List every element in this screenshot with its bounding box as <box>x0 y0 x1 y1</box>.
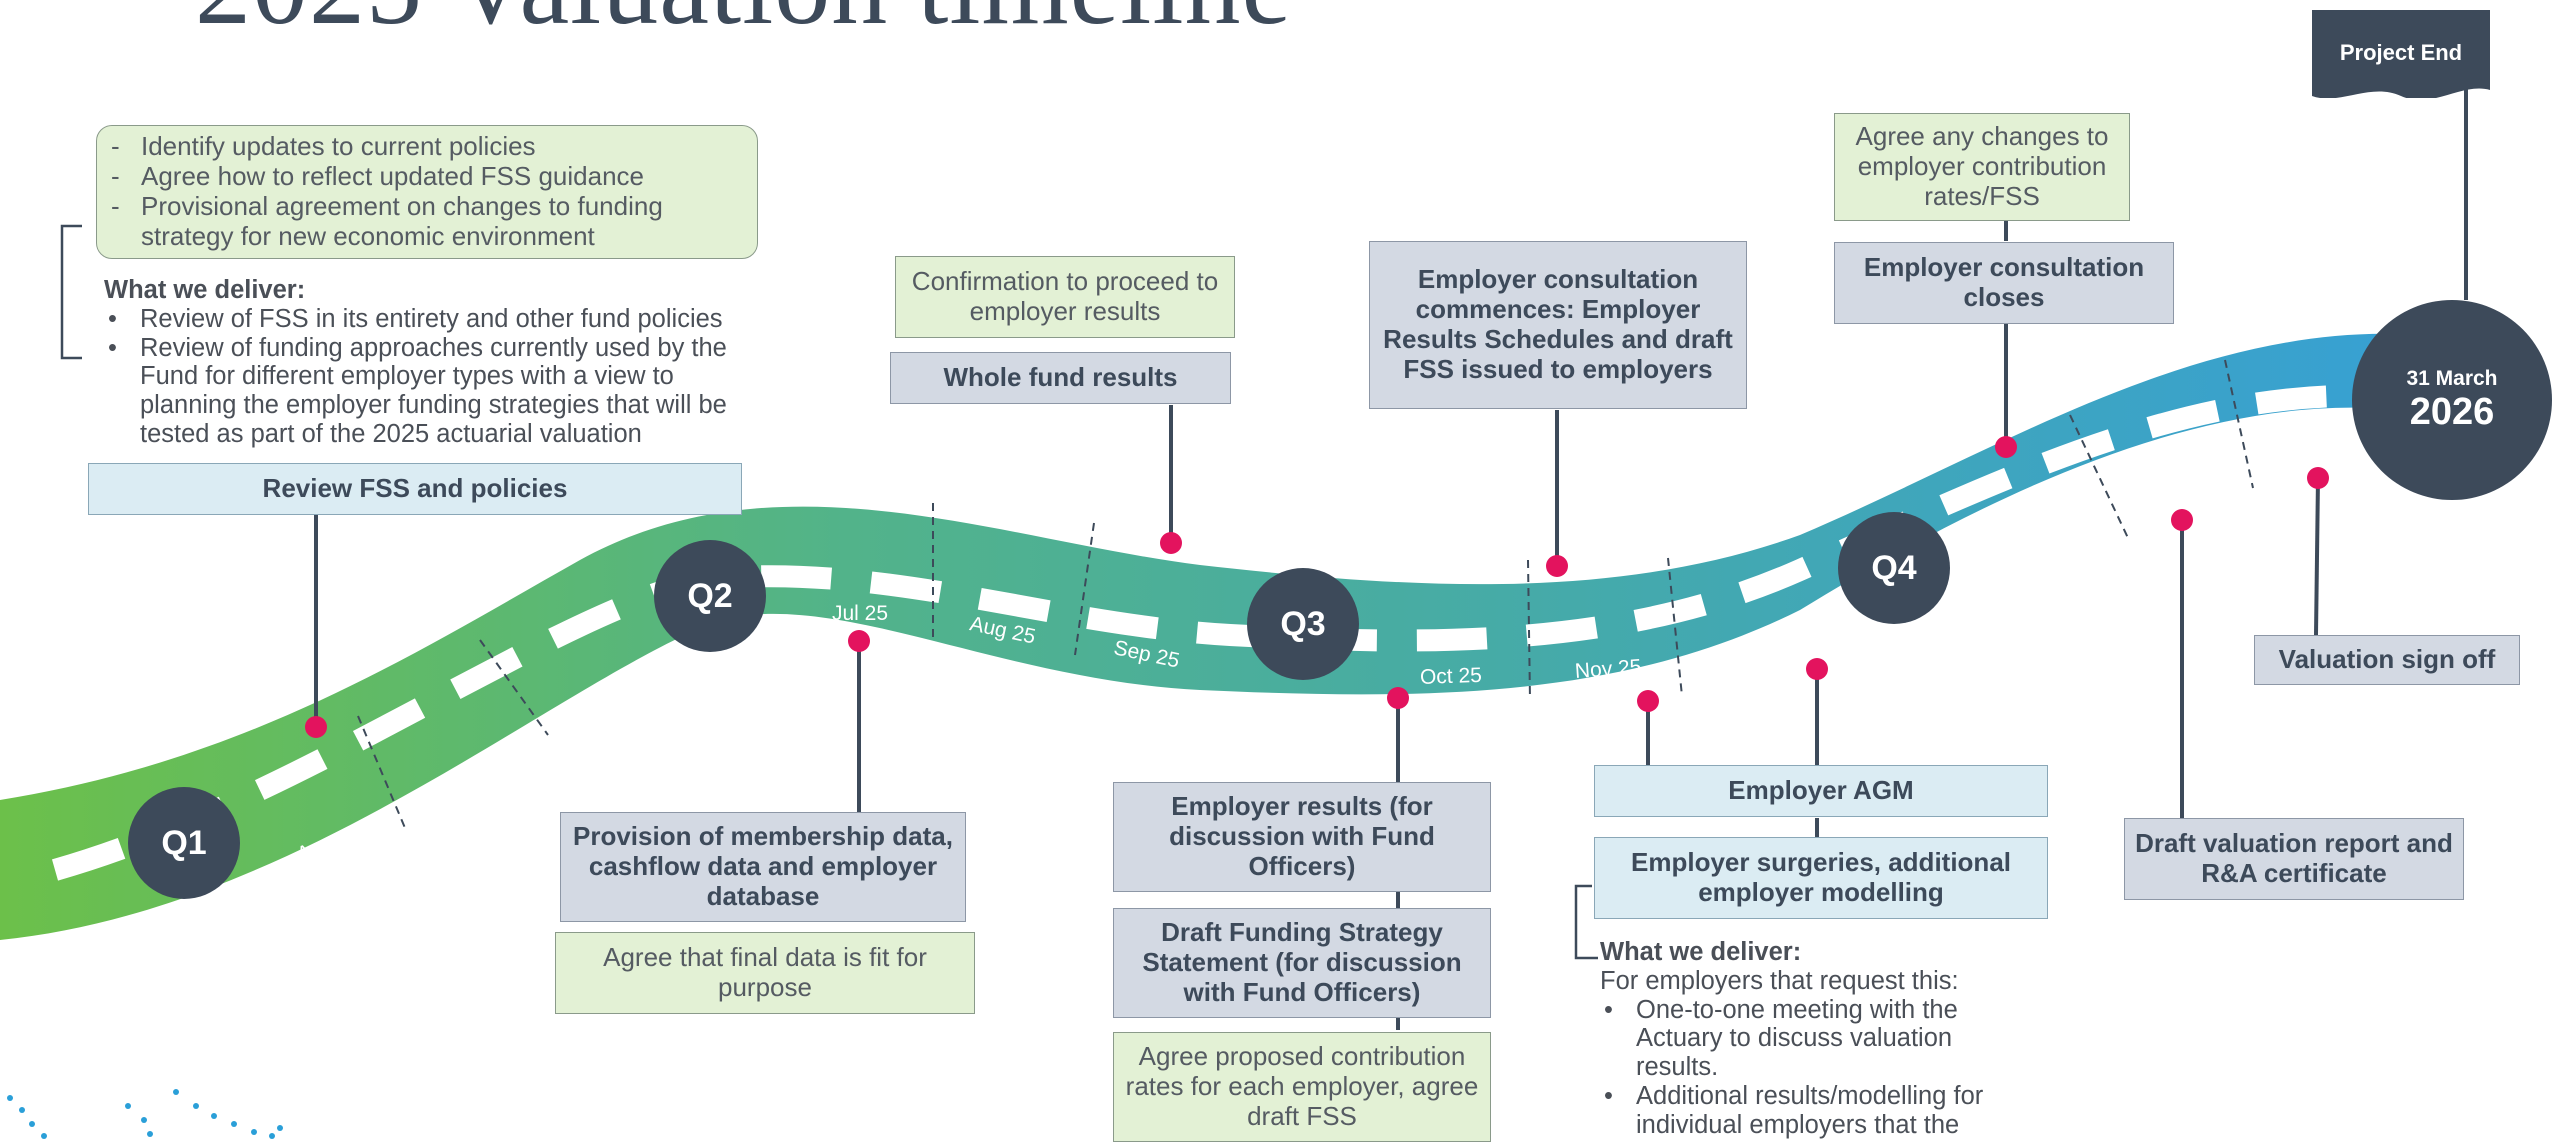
end-date-year: 2026 <box>2409 390 2495 433</box>
employer-agm-box: Employer AGM <box>1594 765 2048 817</box>
employer-consultation-box: Employer consultation commences: Employe… <box>1369 241 1747 409</box>
q1-agree-list: Identify updates to current policies Agr… <box>107 131 747 252</box>
confirm-proceed-box: Confirmation to proceed to employer resu… <box>895 256 1235 338</box>
month-label: Oct 25 <box>1419 663 1483 689</box>
sign-off-box: Valuation sign off <box>2254 635 2520 685</box>
page-title: 2025 Valuation timeline <box>195 0 1292 51</box>
q1-deliver-item: Review of FSS in its entirety and other … <box>104 305 764 334</box>
provision-data-box: Provision of membership data, cashflow d… <box>560 812 966 922</box>
q4-deliver-list: One-to-one meeting with the Actuary to d… <box>1600 996 2040 1140</box>
q4-deliver-item: One-to-one meeting with the Actuary to d… <box>1600 996 2040 1082</box>
q1-deliver-heading: What we deliver: <box>104 276 306 304</box>
review-fss-box: Review FSS and policies <box>88 463 742 515</box>
whole-fund-box: Whole fund results <box>890 352 1231 404</box>
end-date-day: 31 March <box>2406 366 2498 390</box>
quarter-q3: Q3 <box>1247 568 1359 680</box>
q4-deliver-heading: What we deliver: <box>1600 938 1802 966</box>
month-label: Jul 25 <box>832 602 889 625</box>
end-date-circle: 31 March 2026 <box>2352 300 2552 500</box>
q4-deliver-item: Additional results/modelling for individ… <box>1600 1082 2040 1140</box>
agree-changes-box: Agree any changes to employer contributi… <box>1834 113 2130 221</box>
q1-agree-item: Identify updates to current policies <box>107 131 747 162</box>
month-label: Nov 25 <box>1574 655 1643 683</box>
q4-deliver-intro: For employers that request this: <box>1600 966 1959 995</box>
quarter-q1: Q1 <box>128 787 240 899</box>
q4-deliver: What we deliver: For employers that requ… <box>1600 938 2040 1140</box>
project-end-flag <box>2312 10 2490 98</box>
q1-deliver-list: Review of FSS in its entirety and other … <box>104 305 764 449</box>
agree-rates-box: Agree proposed contribution rates for ea… <box>1113 1032 1491 1142</box>
consultation-closes-box: Employer consultation closes <box>1834 242 2174 324</box>
draft-fss-box: Draft Funding Strategy Statement (for di… <box>1113 908 1491 1018</box>
q1-agree-item: Agree how to reflect updated FSS guidanc… <box>107 161 747 192</box>
quarter-q2: Q2 <box>654 540 766 652</box>
q1-agree-box: Identify updates to current policies Agr… <box>96 125 758 259</box>
q1-deliver: What we deliver: Review of FSS in its en… <box>104 276 764 449</box>
q1-deliver-item: Review of funding approaches currently u… <box>104 334 764 449</box>
q1-agree-item: Provisional agreement on changes to fund… <box>107 191 747 252</box>
agree-final-data-box: Agree that final data is fit for purpose <box>555 932 975 1014</box>
surgeries-box: Employer surgeries, additional employer … <box>1594 837 2048 919</box>
draft-report-box: Draft valuation report and R&A certifica… <box>2124 818 2464 900</box>
quarter-q4: Q4 <box>1838 512 1950 624</box>
employer-results-box: Employer results (for discussion with Fu… <box>1113 782 1491 892</box>
decorative-dots <box>7 1089 283 1139</box>
project-end-label: Project End <box>2339 40 2463 65</box>
